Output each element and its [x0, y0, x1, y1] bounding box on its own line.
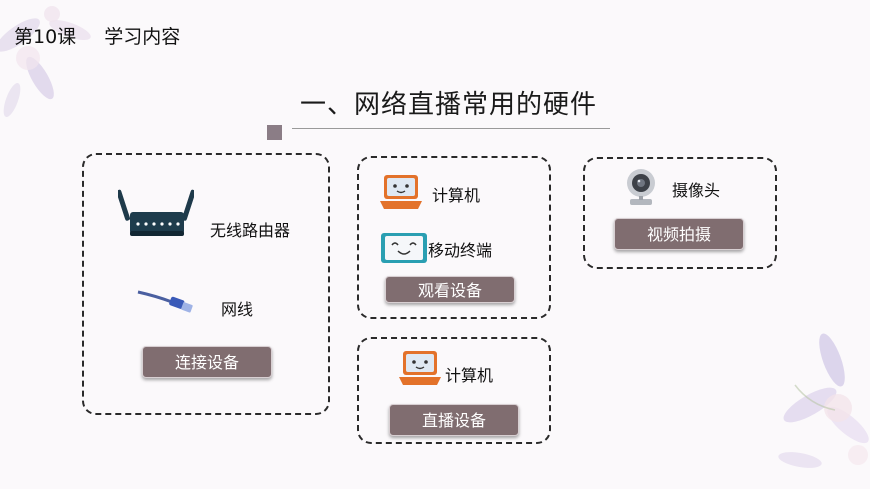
lesson-header: 第10课 学习内容 — [14, 22, 180, 49]
laptop-icon — [399, 351, 441, 385]
video-capture-card — [583, 157, 777, 269]
webcam-label: 摄像头 — [672, 181, 721, 200]
floral-decoration-bottom-right — [778, 333, 869, 468]
laptop-icon — [380, 175, 422, 209]
connection-devices-button[interactable]: 连接设备 — [142, 346, 272, 378]
title-square-marker — [267, 125, 282, 140]
mobile-terminal-label: 移动终端 — [428, 241, 493, 260]
connection-devices-card — [82, 153, 330, 415]
webcam-icon — [627, 169, 655, 205]
viewing-computer-label: 计算机 — [432, 186, 481, 205]
mobile-terminal-icon — [381, 233, 427, 263]
lesson-topic: 学习内容 — [104, 26, 181, 48]
broadcasting-computer-label: 计算机 — [445, 366, 494, 385]
wireless-router-icon — [118, 189, 194, 236]
section-title: 一、网络直播常用的硬件 — [300, 90, 598, 120]
lesson-number: 第10课 — [14, 26, 77, 48]
broadcasting-devices-button[interactable]: 直播设备 — [389, 404, 519, 436]
viewing-devices-button[interactable]: 观看设备 — [385, 276, 515, 303]
viewing-devices-card — [357, 156, 551, 319]
broadcasting-devices-card — [357, 337, 551, 444]
cable-label: 网线 — [221, 300, 254, 319]
video-capture-button[interactable]: 视频拍摄 — [614, 218, 744, 250]
floral-decoration-top-left — [0, 6, 91, 118]
router-label: 无线路由器 — [210, 221, 291, 240]
title-underline — [292, 128, 610, 129]
network-cable-icon — [137, 290, 193, 313]
